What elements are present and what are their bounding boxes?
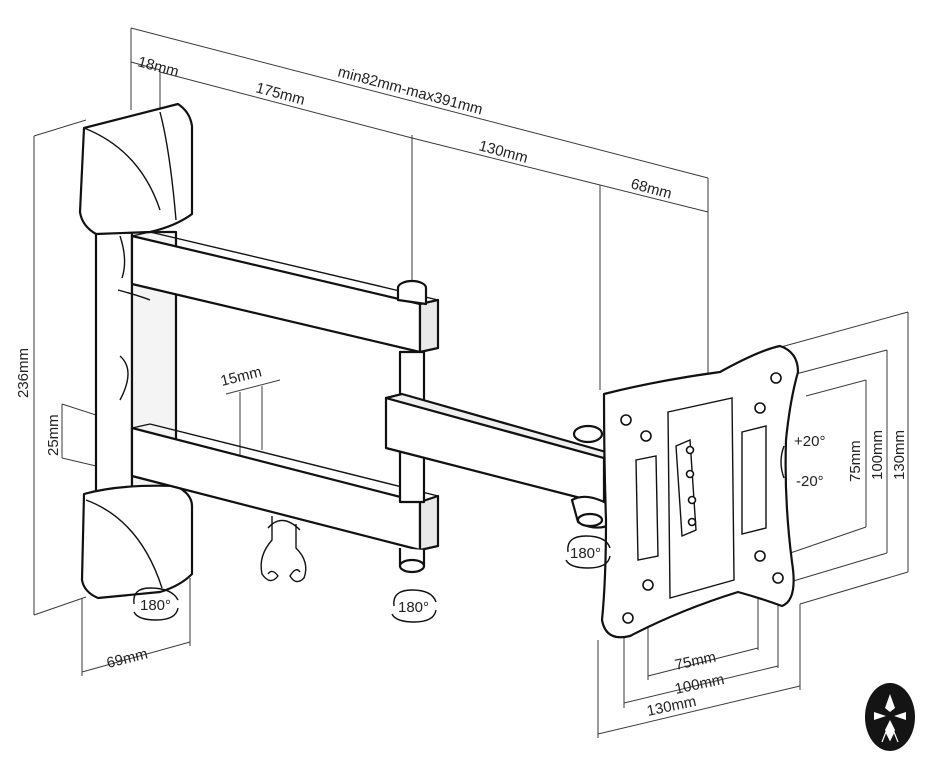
rotation-head: 180° xyxy=(565,535,611,569)
dim-25mm: 25mm xyxy=(45,414,62,456)
dim-18mm: 18mm xyxy=(136,53,181,80)
dim-tilt-up: +20° xyxy=(794,433,825,450)
dim-vesa-h-100: 100mm xyxy=(673,671,725,698)
dim-vesa-v-130: 130mm xyxy=(891,430,908,480)
dim-vesa-v-75: 75mm xyxy=(847,440,864,482)
rotation-elbow: 180° xyxy=(391,589,437,623)
dim-68mm: 68mm xyxy=(629,175,674,202)
dimension-lines xyxy=(33,27,909,738)
vesa-plate xyxy=(600,344,800,639)
brand-logo xyxy=(865,683,915,751)
rotation-elbow-label: 180° xyxy=(398,599,429,616)
rotation-wall: 180° xyxy=(133,587,179,621)
dim-vesa-v-100: 100mm xyxy=(869,430,886,480)
dim-236mm: 236mm xyxy=(15,348,32,398)
tilt-indicator xyxy=(780,445,785,479)
upper-arm xyxy=(130,231,440,354)
dim-vesa-h-75: 75mm xyxy=(673,649,717,674)
cable-hooks xyxy=(260,516,307,583)
rotation-wall-label: 180° xyxy=(140,597,171,614)
forearm xyxy=(384,392,608,506)
dim-130mm-arm: 130mm xyxy=(477,137,530,166)
dim-range: min82mm-max391mm xyxy=(336,63,485,118)
dim-175mm: 175mm xyxy=(254,79,307,108)
rotation-head-label: 180° xyxy=(570,545,601,562)
wall-plate xyxy=(78,102,194,600)
dim-vesa-h-130: 130mm xyxy=(645,693,697,720)
lower-arm xyxy=(130,423,440,574)
dim-69mm: 69mm xyxy=(105,645,150,672)
dim-tilt-down: -20° xyxy=(796,473,824,490)
